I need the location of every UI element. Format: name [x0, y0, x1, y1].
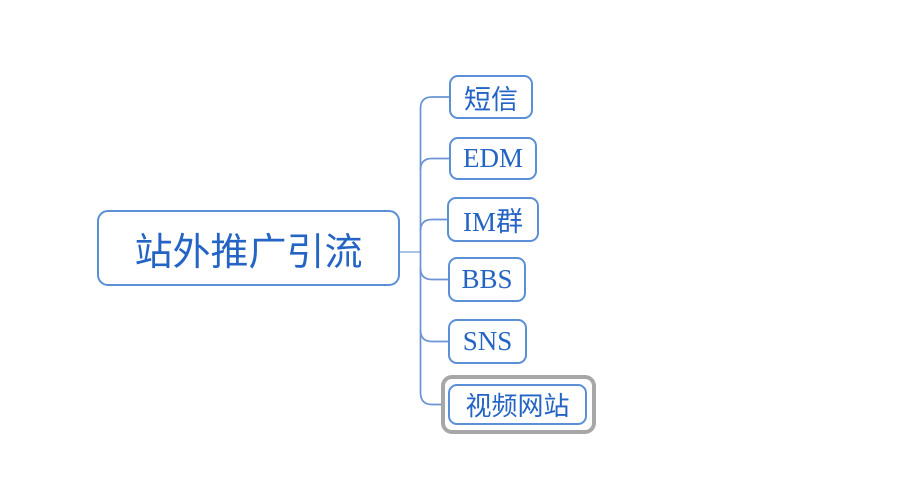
node-root-label: 站外推广引流	[134, 231, 363, 274]
node-video-site-label: 视频网站	[465, 392, 570, 421]
node-bbs[interactable]: BBS	[448, 257, 526, 302]
node-bbs-label: BBS	[461, 264, 513, 294]
node-im-group-label: IM群	[463, 207, 523, 237]
node-edm-label: EDM	[463, 143, 523, 173]
node-im-group[interactable]: IM群	[447, 197, 539, 242]
node-root-offsite-promotion[interactable]: 站外推广引流	[97, 210, 400, 286]
node-video-site[interactable]: 视频网站	[448, 384, 587, 425]
selection-ring	[441, 375, 596, 434]
node-sns[interactable]: SNS	[448, 319, 527, 364]
node-sns-label: SNS	[462, 326, 513, 356]
node-sms-label: 短信	[464, 84, 518, 115]
node-edm[interactable]: EDM	[449, 137, 537, 180]
node-sms[interactable]: 短信	[449, 75, 533, 119]
